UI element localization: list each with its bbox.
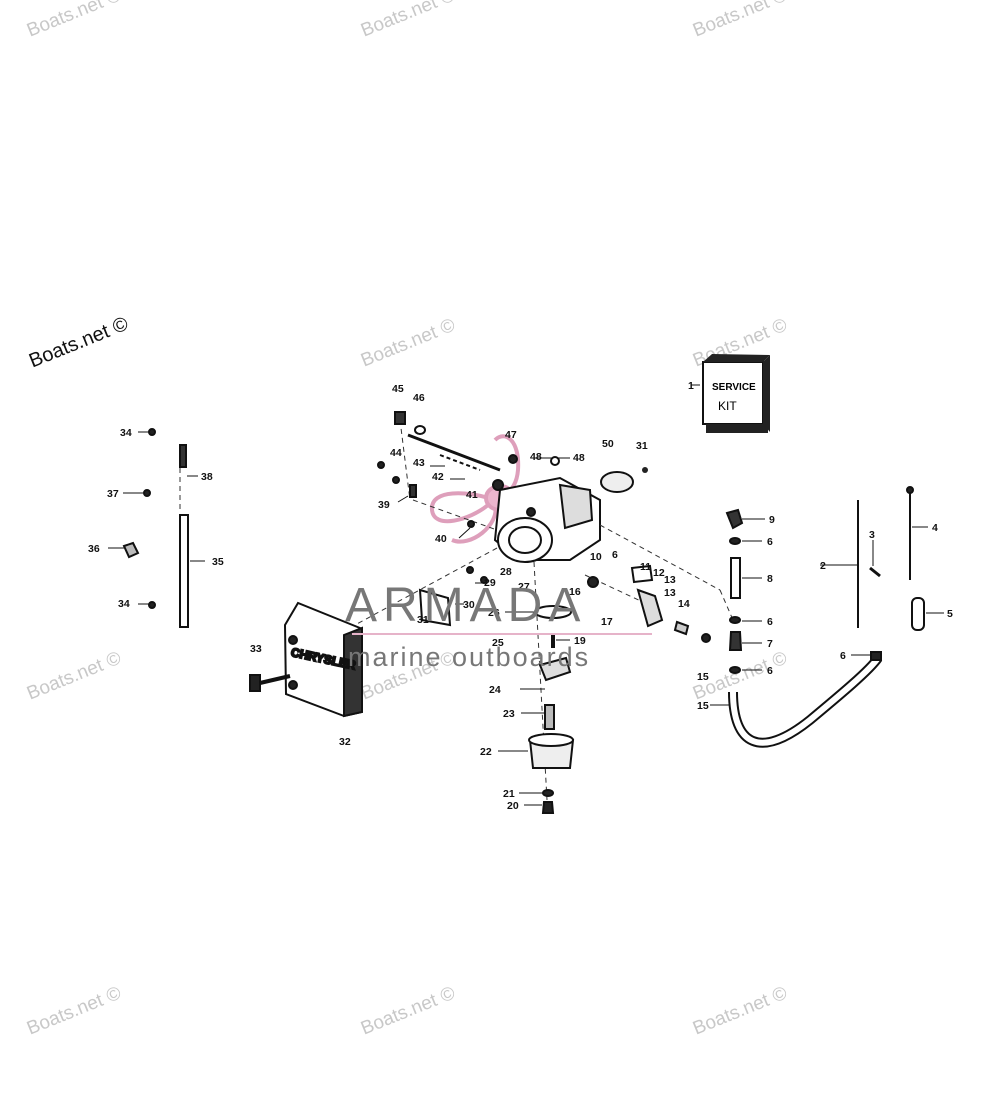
plug-50 bbox=[600, 471, 634, 493]
brand-name: ARMADA bbox=[345, 579, 587, 632]
callout: 1 bbox=[688, 380, 694, 392]
callout: 13 bbox=[664, 587, 676, 599]
callout: 13 bbox=[664, 574, 676, 586]
callout: 6 bbox=[767, 536, 773, 548]
callout: 9 bbox=[769, 514, 775, 526]
callout: 6 bbox=[767, 665, 773, 677]
callout: 5 bbox=[947, 608, 953, 620]
callout: 27 bbox=[518, 581, 530, 593]
callout: 30 bbox=[463, 599, 475, 611]
callout: 21 bbox=[503, 788, 515, 800]
callout: 22 bbox=[480, 746, 492, 758]
callout: 45 bbox=[392, 383, 404, 395]
callout: 8 bbox=[767, 573, 773, 585]
callout: 48 bbox=[573, 452, 585, 464]
callout: 33 bbox=[250, 643, 262, 655]
callout: 35 bbox=[212, 556, 224, 568]
service-kit-box: SERVICE KIT bbox=[702, 354, 770, 433]
callout: 20 bbox=[507, 800, 519, 812]
callout: 43 bbox=[413, 457, 425, 469]
callout: 36 bbox=[88, 543, 100, 555]
callout: 19 bbox=[574, 635, 586, 647]
callout: 47 bbox=[505, 429, 517, 441]
callout: 23 bbox=[503, 708, 515, 720]
callout: 25 bbox=[492, 637, 504, 649]
gasket-30 bbox=[418, 588, 452, 627]
callout: 4 bbox=[932, 522, 938, 534]
fuel-fittings bbox=[725, 508, 883, 748]
callout: 7 bbox=[767, 638, 773, 650]
callout: 46 bbox=[413, 392, 425, 404]
small-parts-upper bbox=[377, 411, 560, 584]
callout: 39 bbox=[378, 499, 390, 511]
callout: 44 bbox=[390, 447, 402, 459]
float-bowl-parts bbox=[528, 564, 711, 814]
callout: 48 bbox=[530, 451, 542, 463]
callout: 17 bbox=[601, 616, 613, 628]
callout: 6 bbox=[767, 616, 773, 628]
screw-33 bbox=[249, 674, 291, 692]
callout: 29 bbox=[484, 577, 496, 589]
callout: 31 bbox=[636, 440, 648, 452]
callout: 34 bbox=[120, 427, 132, 439]
leader-lines bbox=[108, 384, 944, 806]
carburetor-body bbox=[407, 433, 601, 563]
callout: 42 bbox=[432, 471, 444, 483]
callout: 10 bbox=[590, 551, 602, 563]
choke-rod-35 bbox=[122, 428, 189, 628]
callout: 6 bbox=[840, 650, 846, 662]
brand-divider bbox=[352, 633, 652, 635]
callout: 28 bbox=[500, 566, 512, 578]
callout: 32 bbox=[339, 736, 351, 748]
callout: 6 bbox=[612, 549, 618, 561]
callout: 38 bbox=[201, 471, 213, 483]
callout: 40 bbox=[435, 533, 447, 545]
callout: 12 bbox=[653, 567, 665, 579]
air-silencer-cover: CHRYSLER bbox=[283, 601, 364, 718]
callout: 15 bbox=[697, 700, 709, 712]
kit-label-1: SERVICE bbox=[712, 382, 756, 393]
part-callouts: 1 2 3 4 5 6 6 6 6 6 7 8 9 10 11 12 13 13… bbox=[88, 380, 953, 812]
callout: 31 bbox=[417, 614, 429, 626]
callout: 24 bbox=[489, 684, 501, 696]
callout: 14 bbox=[678, 598, 690, 610]
part-31-dot bbox=[642, 467, 648, 473]
rods-right bbox=[857, 486, 925, 631]
callout: 37 bbox=[107, 488, 119, 500]
callout: 3 bbox=[869, 529, 875, 541]
callout: 16 bbox=[569, 586, 581, 598]
callout: 15 bbox=[697, 671, 709, 683]
brand-tagline: marine outboards bbox=[348, 642, 591, 672]
callout: 2 bbox=[820, 560, 826, 572]
callout: 11 bbox=[640, 561, 651, 573]
callout: 34 bbox=[118, 598, 130, 610]
callout: 26 bbox=[488, 607, 500, 619]
kit-label-2: KIT bbox=[718, 399, 737, 413]
callout: 50 bbox=[602, 438, 614, 450]
callout: 41 bbox=[466, 489, 478, 501]
